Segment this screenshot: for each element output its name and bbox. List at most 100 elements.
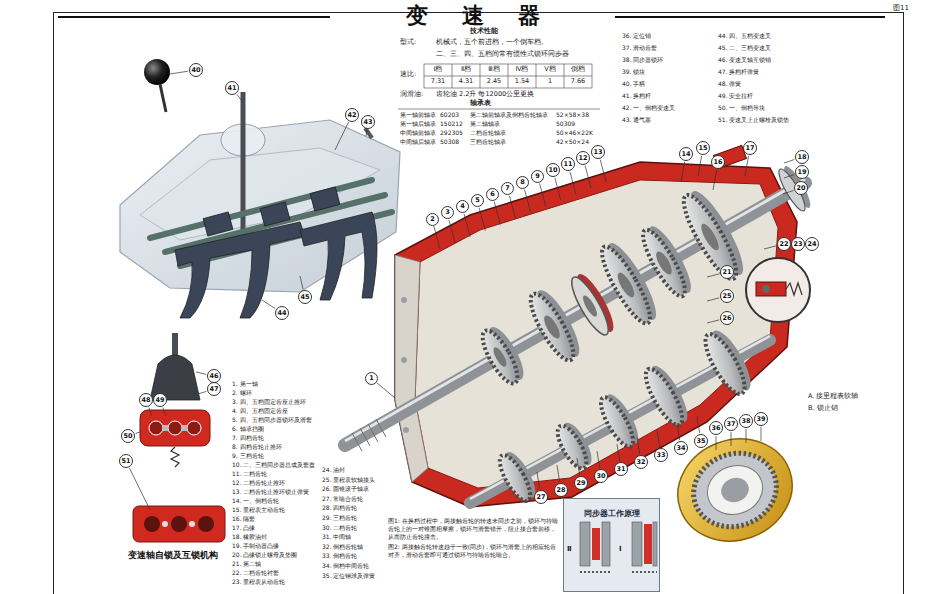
callout-number: 35 [696, 438, 705, 445]
text-label: 41. 换档杆 [622, 92, 651, 99]
callout-circle: 24 [805, 237, 819, 251]
callout-number: 32 [636, 459, 645, 466]
callout-number: 40 [191, 67, 200, 74]
callout-circle: 30 [594, 469, 608, 483]
text-label: Ⅲ档 [480, 66, 508, 74]
leader-line [196, 372, 206, 374]
callout-circle: 3 [441, 206, 454, 219]
callout-circle: 16 [711, 155, 725, 169]
text-label: 二档齿轮轴承 [470, 129, 506, 136]
callout-number: 29 [576, 480, 585, 487]
leader-line [697, 416, 700, 433]
callout-number: 10 [548, 167, 557, 174]
text-label: 40. 手柄 [622, 80, 645, 87]
callout-circle: 42 [345, 108, 359, 122]
text-label: 39. 锁块 [622, 68, 645, 75]
callout-number: 17 [745, 145, 754, 152]
callout-circle: 38 [739, 414, 753, 428]
leader-line [198, 391, 206, 394]
page-title: 变速器 [330, 1, 615, 31]
callout-circle: 48 [139, 393, 153, 407]
leader-line [716, 436, 717, 450]
text-label: 16. 隔套 [232, 515, 255, 522]
leader-line [434, 226, 440, 249]
text-label: 型式: [400, 39, 416, 47]
callout-number: 44 [277, 310, 286, 317]
text-label: Ⅱ [567, 545, 572, 553]
text-label: 三档齿轮轴承 [470, 138, 506, 145]
text-label: 14. 一、倒档齿轮 [232, 497, 279, 504]
leader-line [557, 465, 560, 482]
callout-number: 33 [656, 452, 665, 459]
leader-line [537, 472, 540, 489]
text-label: 中间轴后轴承 [400, 138, 436, 145]
leader-line [494, 202, 500, 225]
callout-number: 50 [123, 433, 132, 440]
leader-line [577, 458, 580, 475]
callout-circle: 14 [679, 147, 693, 161]
text-label: 11. 二档齿轮 [232, 470, 267, 477]
callout-number: 5 [475, 197, 480, 204]
callout-circle: 33 [654, 448, 668, 462]
text-label: B. 锁止销 [808, 405, 838, 413]
text-label: 44. 四、五档变速叉 [718, 32, 771, 39]
leader-line [698, 156, 702, 176]
callout-number: 31 [616, 466, 625, 473]
callout-number: 36 [711, 425, 720, 432]
text-label: 图11 [893, 4, 909, 12]
text-label: 技术性能 [470, 27, 498, 35]
text-label: 46. 变速叉轴互锁销 [718, 56, 771, 63]
callout-number: 7 [505, 185, 510, 192]
callout-number: 19 [797, 169, 806, 176]
callout-number: 12 [578, 155, 587, 162]
text-label: 倒档 [564, 66, 592, 74]
text-label: 25. 里程表软轴接头 [322, 476, 375, 483]
callout-circle: 40 [189, 63, 203, 77]
callout-number: 39 [756, 416, 765, 423]
text-label: 机械式，五个前进档，一个倒车档。 [436, 39, 548, 47]
callout-circle: 31 [614, 462, 628, 476]
callout-number: 4 [460, 203, 465, 210]
text-label: 润滑油: [400, 91, 423, 99]
text-label: 22. 二档齿轮衬套 [232, 569, 279, 576]
leader-line [657, 430, 660, 447]
callout-circle: 17 [743, 141, 757, 155]
text-label: 33. 倒档齿轮 [322, 552, 357, 559]
leader-line [761, 427, 762, 441]
text-label: 37. 滑动齿套 [622, 44, 657, 51]
callout-number: 46 [209, 373, 218, 380]
principle-panel: 同步器工作原理 [563, 498, 660, 592]
leader-line [707, 298, 719, 301]
callout-circle: 13 [591, 145, 605, 159]
leader-line [149, 408, 152, 417]
callout-number: 13 [593, 149, 602, 156]
text-label: 1 [536, 78, 564, 86]
leader-line [366, 130, 368, 136]
callout-circle: 19 [795, 165, 809, 179]
callout-circle: 45 [298, 290, 312, 304]
text-label: 12. 二档齿轮止推环 [232, 479, 285, 486]
callout-circle: 29 [574, 476, 588, 490]
callout-number: 37 [726, 421, 735, 428]
leader-line [707, 274, 719, 277]
callout-circle: 9 [531, 170, 544, 183]
callout-circle: 6 [486, 188, 499, 201]
leader-line [479, 208, 485, 231]
callout-circle: 28 [554, 483, 568, 497]
leader-line [300, 276, 303, 289]
callout-circle: 36 [709, 421, 723, 435]
text-label: 19. 手制动器凸缘 [232, 542, 279, 549]
leader-line [617, 444, 620, 461]
callout-circle: 26 [720, 311, 734, 325]
text-label: 7. 四档齿轮 [232, 434, 264, 441]
leader-line [540, 184, 546, 207]
leader-line [681, 162, 685, 182]
callout-circle: 32 [634, 455, 648, 469]
leader-line [555, 178, 561, 200]
text-label: 38. 同步器锁环 [622, 56, 663, 63]
callout-circle: 22 [777, 237, 791, 251]
text-label: 60203 [440, 111, 459, 118]
text-label: 二、三、四、五档间常有惯性式锁环同步器 [436, 51, 569, 59]
callout-circle: 47 [207, 382, 221, 396]
